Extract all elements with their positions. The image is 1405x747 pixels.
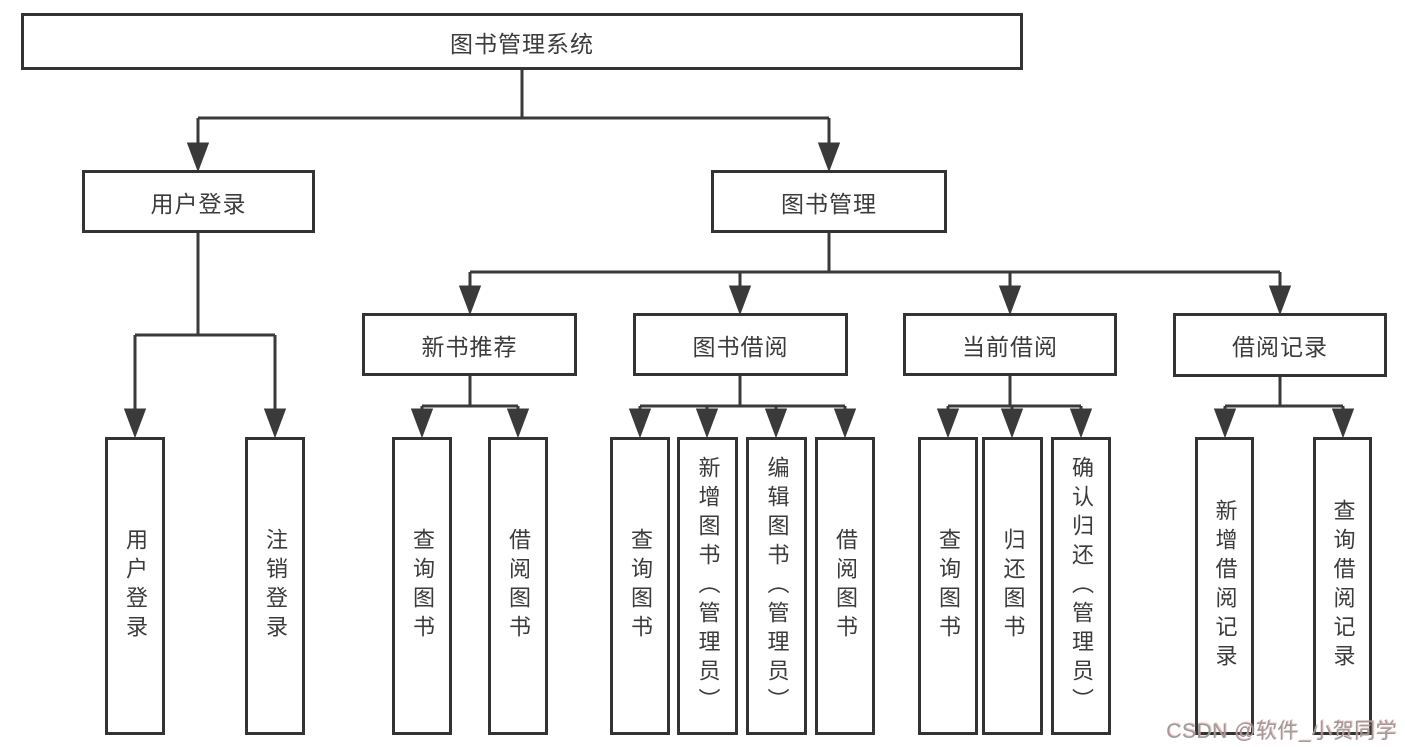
node-current-borrow: 当前借阅 xyxy=(903,313,1117,376)
connector-book-borrow-children xyxy=(628,376,857,439)
node-user-login: 用户登录 xyxy=(82,170,315,233)
node-root-library-system: 图书管理系统 xyxy=(21,13,1023,70)
leaf-user-login: 用户登录 xyxy=(105,437,165,735)
leaf-confirm-return-admin: 确认归还（管理员） xyxy=(1051,437,1111,735)
leaf-query-books-borrow: 查询图书 xyxy=(610,437,670,735)
leaf-query-books-recommend: 查询图书 xyxy=(392,437,452,735)
connector-new-book-children xyxy=(410,376,530,439)
leaf-logout: 注销登录 xyxy=(245,437,305,735)
csdn-watermark: CSDN @软件_小贺同学 xyxy=(1166,720,1397,743)
leaf-query-books-current: 查询图书 xyxy=(918,437,978,735)
node-book-management: 图书管理 xyxy=(711,170,947,233)
connector-book-management-children xyxy=(458,233,1292,316)
connector-borrow-records-children xyxy=(1213,377,1355,439)
leaf-edit-books-admin: 编辑图书（管理员） xyxy=(746,437,807,735)
connector-current-borrow-children xyxy=(936,376,1093,439)
leaf-borrow-books-recommend: 借阅图书 xyxy=(488,437,548,735)
leaf-add-books-admin: 新增图书（管理员） xyxy=(677,437,738,735)
leaf-query-borrow-record: 查询借阅记录 xyxy=(1313,437,1372,735)
leaf-return-books: 归还图书 xyxy=(982,437,1043,735)
node-book-borrow: 图书借阅 xyxy=(633,313,848,376)
node-new-book-recommend: 新书推荐 xyxy=(362,313,577,376)
connector-user-login-children xyxy=(123,233,287,439)
connector-root-to-level2 xyxy=(186,70,841,173)
node-borrow-records: 借阅记录 xyxy=(1173,313,1387,377)
leaf-add-borrow-record: 新增借阅记录 xyxy=(1195,437,1254,735)
leaf-borrow-books: 借阅图书 xyxy=(815,437,875,735)
